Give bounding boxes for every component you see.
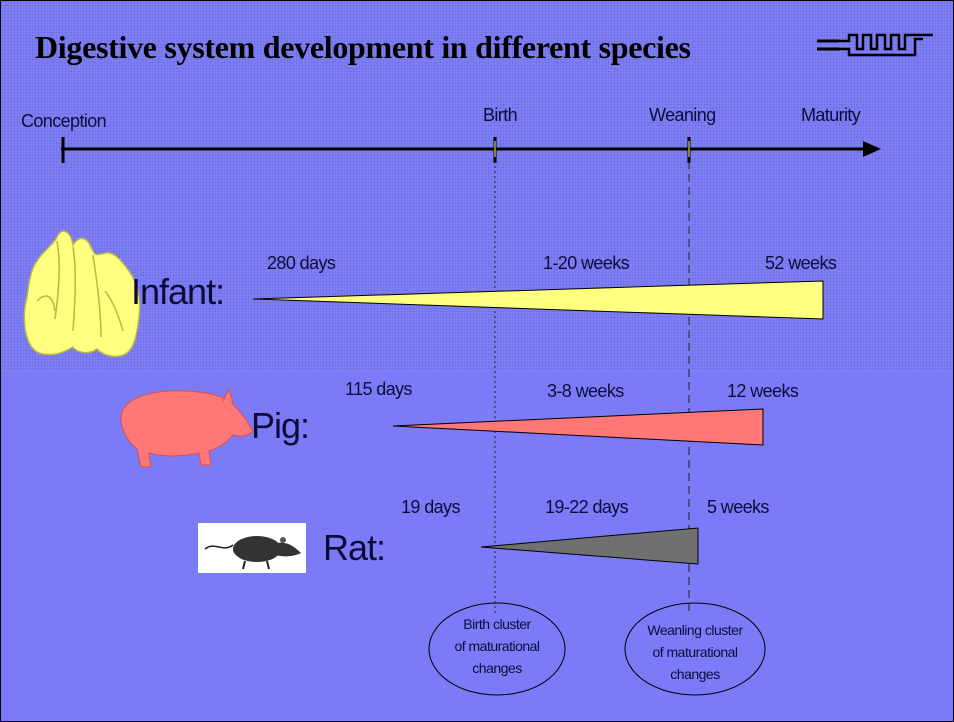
infant-weaning-value: 1-20 weeks [543, 253, 629, 274]
infant-silhouette-icon [24, 231, 139, 356]
species-label-rat: Rat: [323, 527, 385, 569]
infant-maturity-value: 52 weeks [765, 253, 836, 274]
birth-cluster-line-3: changes [431, 657, 563, 679]
species-label-pig: Pig: [251, 405, 309, 447]
species-label-infant: Infant: [131, 271, 224, 313]
weanling-cluster-line-3: changes [627, 663, 763, 685]
weanling-cluster-line-2: of maturational [627, 641, 763, 663]
weanling-cluster-line-1: Weanling cluster [627, 619, 763, 641]
timeline-arrowhead [863, 141, 881, 157]
birth-cluster-line-2: of maturational [431, 635, 563, 657]
rat-icon [198, 523, 306, 573]
birth-cluster-text: Birth cluster of maturational changes [431, 613, 563, 679]
pig-development-wedge [393, 409, 763, 445]
pig-weaning-value: 3-8 weeks [547, 381, 624, 402]
pig-gestation-value: 115 days [345, 379, 412, 400]
infant-development-wedge [253, 281, 823, 319]
weanling-cluster-text: Weanling cluster of maturational changes [627, 619, 763, 685]
pig-silhouette-icon [121, 389, 253, 467]
rat-development-wedge [481, 528, 698, 564]
birth-cluster-line-1: Birth cluster [431, 613, 563, 635]
pig-maturity-value: 12 weeks [727, 381, 798, 402]
infant-gestation-value: 280 days [267, 253, 335, 274]
rat-maturity-value: 5 weeks [707, 497, 769, 518]
rat-gestation-value: 19 days [401, 497, 460, 518]
rat-weaning-value: 19-22 days [545, 497, 628, 518]
